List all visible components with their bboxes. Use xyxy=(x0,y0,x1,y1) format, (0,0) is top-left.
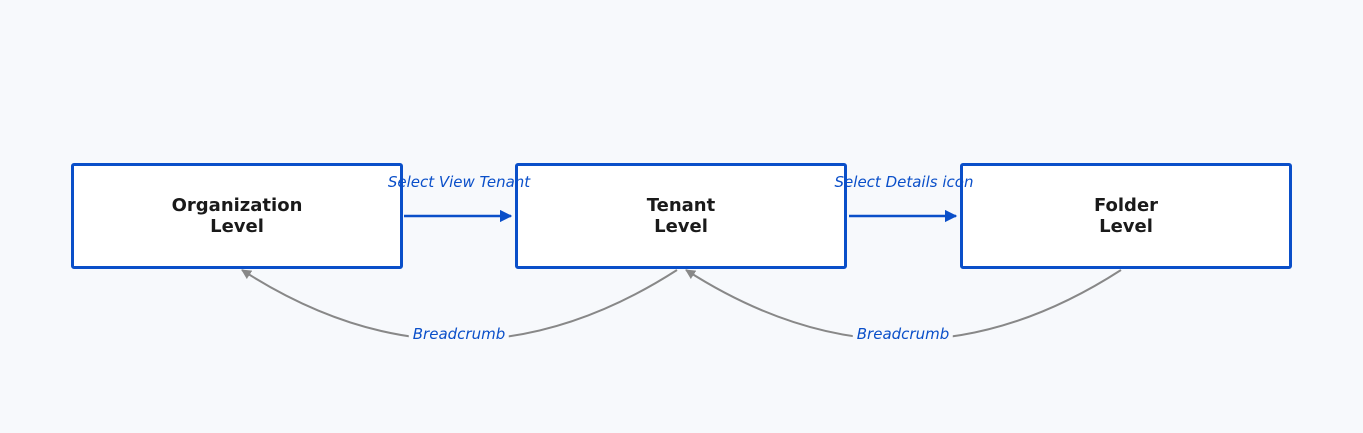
tenant-level-node: Tenant Level xyxy=(515,163,847,269)
edge-label-select-details-icon: Select Details icon xyxy=(834,173,974,191)
folder-level-node: Folder Level xyxy=(960,163,1292,269)
organization-level-label: Organization Level xyxy=(171,195,303,237)
edge-label-select-view-tenant: Select View Tenant xyxy=(387,173,531,191)
organization-level-node: Organization Level xyxy=(71,163,403,269)
tenant-level-label: Tenant Level xyxy=(646,195,716,237)
folder-level-label: Folder Level xyxy=(1093,195,1159,237)
edge-label-breadcrumb-to-tenant: Breadcrumb xyxy=(852,325,954,343)
edge-label-breadcrumb-to-organization: Breadcrumb xyxy=(408,325,510,343)
